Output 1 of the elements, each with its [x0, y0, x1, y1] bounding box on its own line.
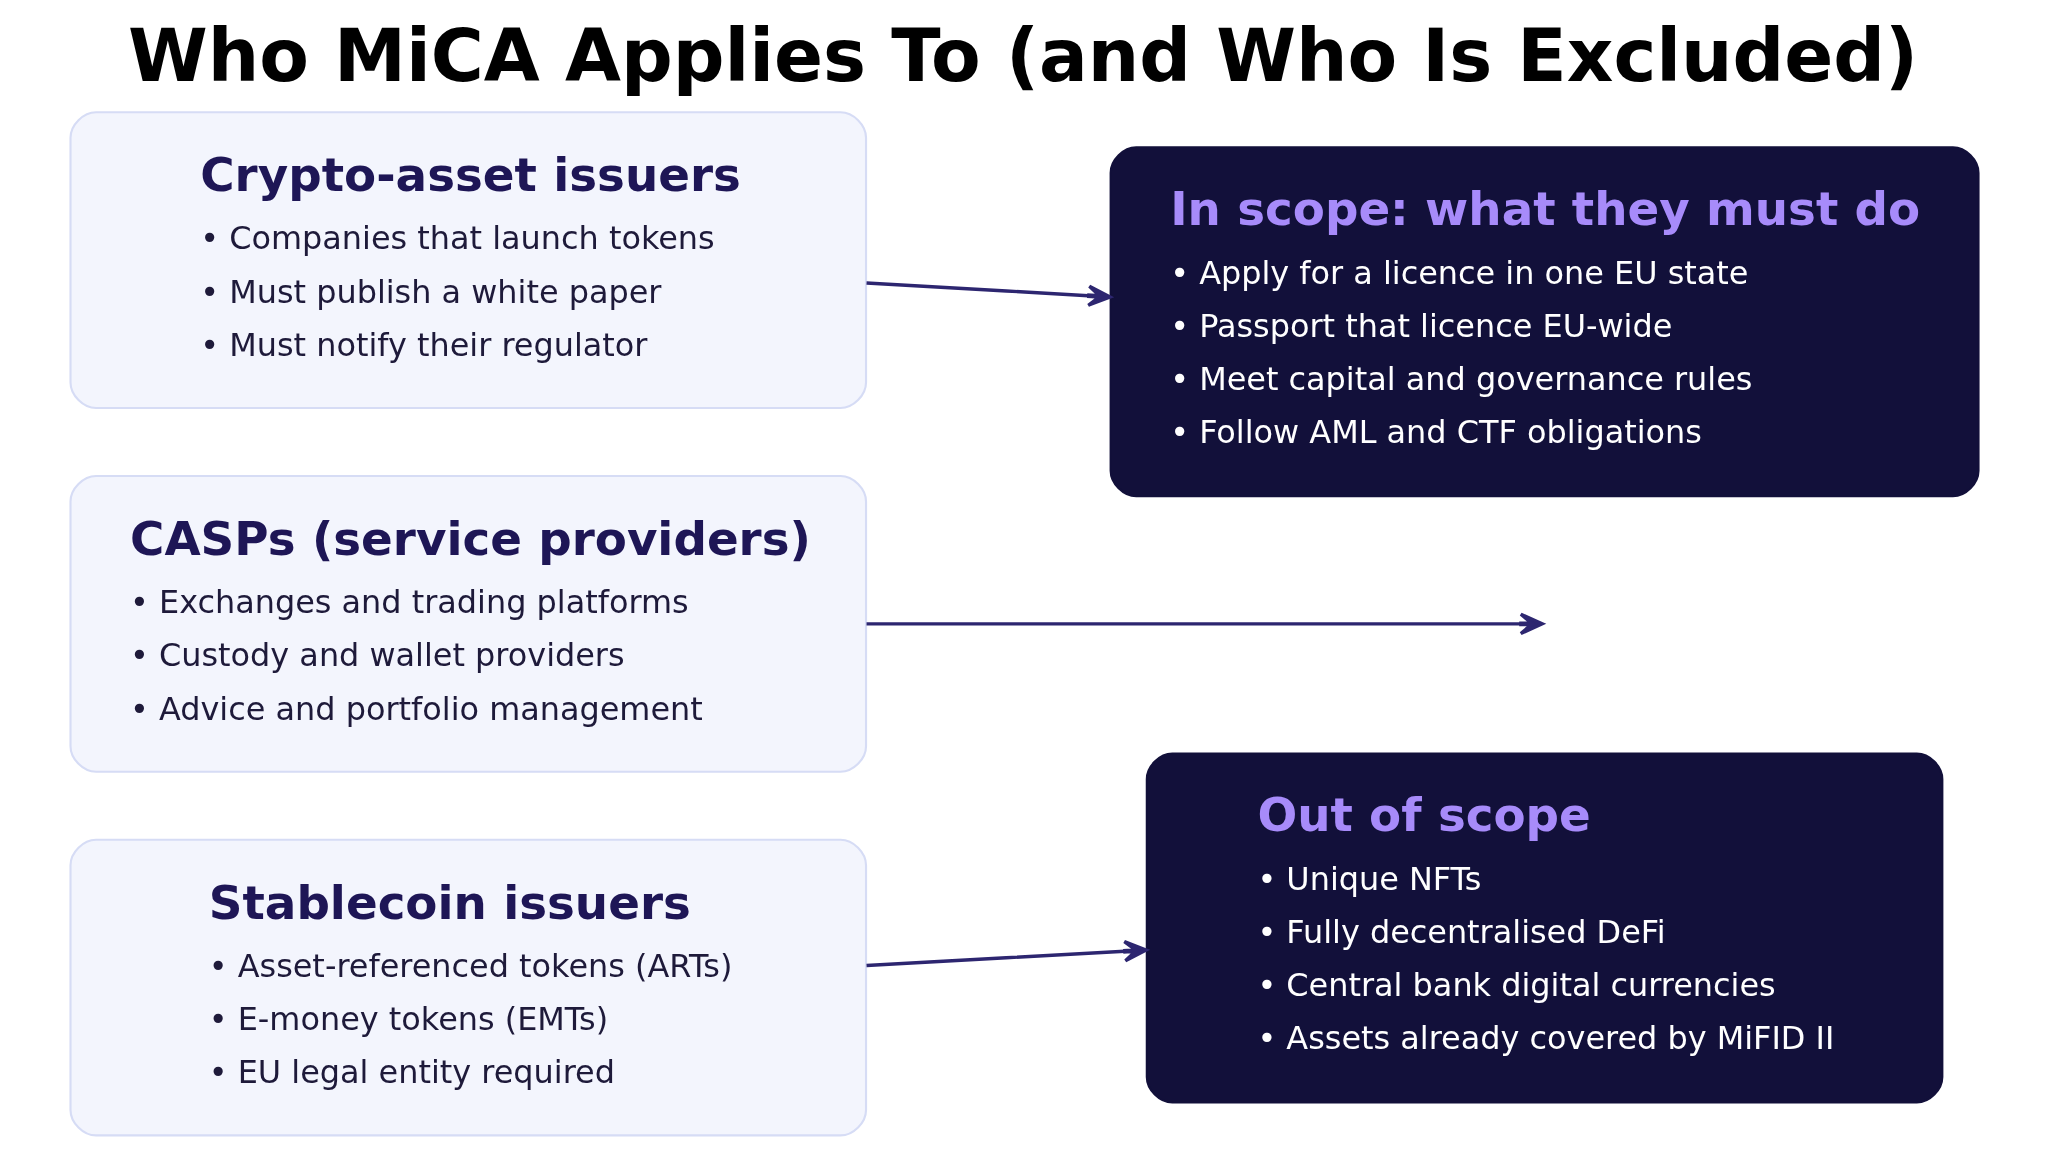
diagram-title: Who MiCA Applies To (and Who Is Excluded): [127, 13, 1918, 98]
